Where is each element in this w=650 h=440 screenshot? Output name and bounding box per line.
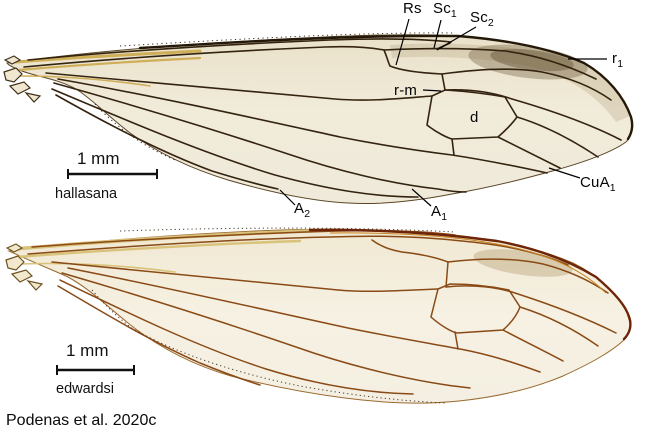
vein-a1 (59, 279, 414, 395)
vein-m3 (497, 136, 561, 169)
vein-label-sc1: Sc1 (433, 0, 457, 20)
label-leader-lines (279, 18, 607, 207)
leader-cua1 (548, 167, 581, 179)
vein-label-cua1: CuA1 (580, 174, 616, 194)
vein-cup (53, 82, 467, 193)
discal-cell-outline (426, 89, 518, 140)
edwardsi-costa-inner (329, 232, 607, 294)
vein-rm-crossvein (445, 261, 449, 288)
vein-rs (371, 239, 449, 263)
vein-label-a2: A2 (294, 200, 311, 220)
vein-label-r1: r1 (612, 50, 624, 70)
leader-rs (395, 18, 410, 66)
vein-label-a1: A1 (431, 203, 448, 223)
scalebar-label-edwardsi: 1 mm (66, 341, 109, 360)
edwardsi-wing-photo (5, 227, 632, 404)
edwardsi-costa (308, 228, 632, 341)
scalebar-hallasana (67, 169, 158, 179)
vein-r1 (27, 235, 569, 266)
species-label-edwardsi: edwardsi (56, 381, 115, 397)
vein-label-sc2: Sc2 (470, 9, 494, 29)
edwardsi-hair-fringe (91, 227, 456, 404)
discal-cell-outline (430, 283, 521, 334)
vein-a2 (57, 285, 261, 386)
vein-mcu-crossvein (451, 138, 455, 156)
leader-sc2 (436, 26, 477, 51)
vein-r4-5 (444, 89, 622, 141)
hallasana-basal-veins (14, 49, 202, 87)
vein-r2-3 (441, 68, 612, 101)
vein-rm-crossvein (441, 73, 446, 91)
hallasana-wing-base (3, 55, 42, 103)
vein-rs (383, 49, 443, 75)
vein-m3 (502, 329, 564, 362)
scalebar-edwardsi (56, 365, 135, 375)
vein-m-stem (45, 72, 433, 101)
vein-mcu-crossvein (454, 331, 459, 350)
vein-m-stem (51, 261, 439, 293)
leader-a2 (279, 189, 296, 206)
edwardsi-veins (27, 229, 617, 395)
vein-label-rm: r-m (394, 82, 418, 99)
hallasana-veins (23, 38, 622, 198)
edwardsi-pterostigma (473, 249, 573, 277)
vein-m1 (519, 306, 599, 347)
vein-cup (61, 272, 471, 389)
hallasana-hair-fringe (94, 32, 456, 161)
vein-label-d: d (470, 109, 479, 126)
hallasana-wing-membrane (6, 34, 633, 205)
leader-a1 (411, 188, 432, 207)
edwardsi-wing-base (5, 243, 44, 291)
scalebar-label-hallasana: 1 mm (77, 149, 120, 168)
figure-citation: Podenas et al. 2020c (6, 412, 157, 429)
leader-sc1 (433, 19, 442, 49)
leader-rm (422, 89, 442, 92)
vein-m1 (516, 116, 599, 158)
hallasana-wing-photo (3, 32, 634, 205)
hallasana-apical-shading (390, 43, 630, 122)
vein-a1 (51, 88, 419, 198)
vein-r4-5 (445, 285, 617, 334)
vein-cua1 (67, 267, 541, 373)
hallasana-costa (138, 34, 634, 141)
vein-cua1 (57, 78, 548, 174)
vein-r1 (383, 47, 597, 80)
vein-a2 (55, 94, 279, 190)
species-label-hallasana: hallasana (55, 186, 118, 202)
vein-label-rs: Rs (403, 0, 422, 17)
vein-r2-3 (447, 258, 609, 294)
vein-sc (27, 38, 452, 61)
vein-r-stem (23, 45, 385, 68)
